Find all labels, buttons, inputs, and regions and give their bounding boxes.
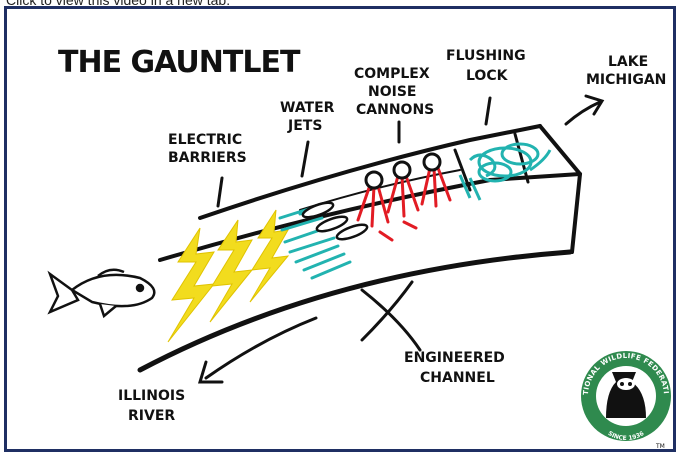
svg-text:LOCK: LOCK (466, 68, 509, 84)
svg-text:CANNONS: CANNONS (356, 102, 434, 118)
illustration-title: THE GAUNTLET (58, 45, 301, 80)
svg-text:BARRIERS: BARRIERS (168, 150, 247, 166)
svg-text:COMPLEX: COMPLEX (354, 66, 430, 82)
label-lake-michigan: LAKE MICHIGAN (586, 54, 666, 88)
top-caption: Click to view this video in a new tab. (6, 0, 231, 8)
noise-cannons (364, 152, 442, 190)
water-jet-nozzles (301, 201, 369, 241)
svg-text:ILLINOIS: ILLINOIS (118, 388, 185, 404)
svg-text:TM: TM (655, 443, 665, 450)
svg-text:JETS: JETS (287, 118, 322, 134)
svg-text:CHANNEL: CHANNEL (420, 370, 495, 386)
svg-text:WATER: WATER (280, 100, 335, 116)
svg-text:FLUSHING: FLUSHING (446, 48, 526, 64)
svg-text:NOISE: NOISE (368, 84, 416, 100)
label-electric-barriers: ELECTRIC BARRIERS (168, 132, 247, 166)
label-flushing-lock: FLUSHING LOCK (446, 48, 526, 84)
engineered-channel-shape (137, 124, 583, 373)
carp-fish-icon (47, 268, 156, 319)
svg-text:ENGINEERED: ENGINEERED (404, 350, 505, 366)
noise-cannon-rays (356, 166, 452, 242)
electric-barriers-bolts (167, 209, 290, 343)
arrow-to-lake-icon (564, 94, 605, 126)
label-illinois-river: ILLINOIS RIVER (118, 388, 185, 424)
svg-text:LAKE: LAKE (608, 54, 648, 70)
svg-text:ELECTRIC: ELECTRIC (168, 132, 242, 148)
label-engineered-channel: ENGINEERED CHANNEL (404, 350, 505, 386)
flushing-lock-swirls (458, 142, 552, 201)
svg-text:RIVER: RIVER (128, 408, 175, 424)
svg-text:MICHIGAN: MICHIGAN (586, 72, 666, 88)
label-water-jets: WATER JETS (280, 100, 335, 134)
label-complex-noise-cannons: COMPLEX NOISE CANNONS (354, 66, 434, 118)
arrow-to-river-icon (197, 316, 318, 384)
illustration-frame (4, 6, 676, 452)
pointer-lines (216, 96, 492, 352)
